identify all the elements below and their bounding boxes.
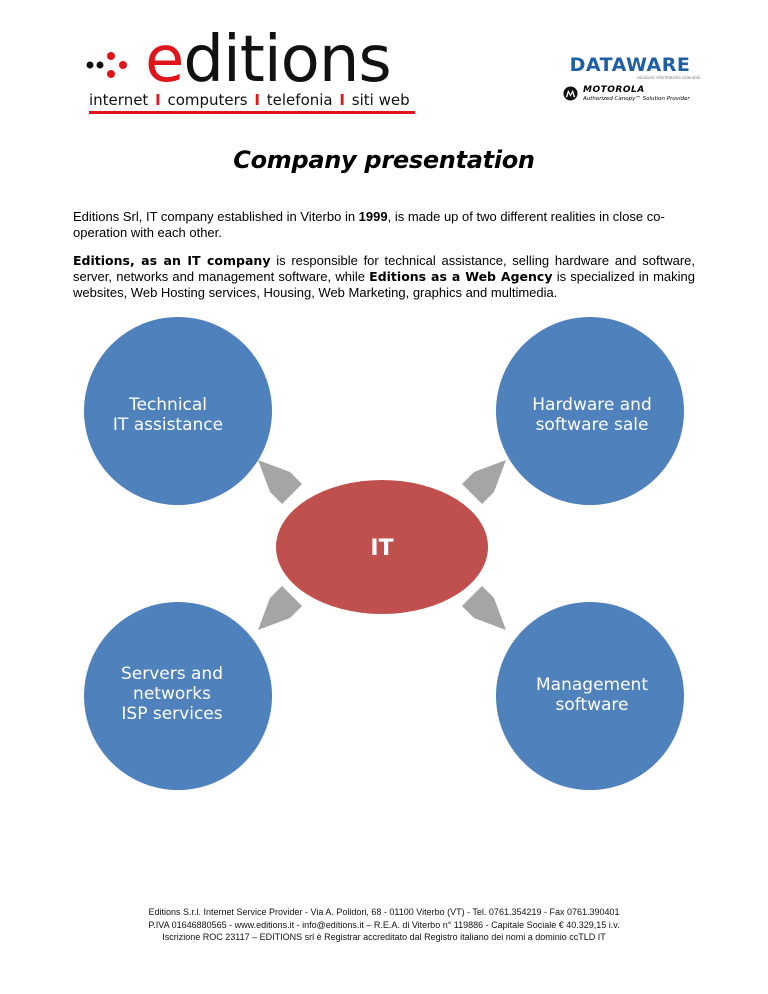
- arrows: [258, 460, 506, 630]
- footer-line: Iscrizione ROC 23117 – EDITIONS srl è Re…: [162, 932, 606, 942]
- motorola-batwing-icon: [563, 86, 578, 101]
- node-label-line: ISP services: [121, 704, 222, 724]
- footer-line: Editions S.r.l. Internet Service Provide…: [148, 907, 620, 917]
- motorola-logo: MOTOROLA Authorized Canopy™ Solution Pro…: [563, 85, 703, 107]
- logo-dots-icon: [86, 52, 127, 78]
- node-technical-assistance: [84, 317, 272, 505]
- logo-wordmark: editions: [145, 23, 392, 97]
- arrow-down-left: [258, 586, 302, 630]
- node-label-line: software sale: [536, 415, 649, 435]
- node-management-software: [496, 602, 684, 790]
- node-label-line: IT assistance: [113, 415, 223, 435]
- services-paragraph: Editions, as an IT company is responsibl…: [73, 253, 696, 300]
- page-title: Company presentation: [233, 146, 535, 174]
- node-label-line: software: [555, 695, 628, 715]
- footer: Editions S.r.l. Internet Service Provide…: [0, 906, 768, 944]
- node-label-line: Servers and: [121, 664, 223, 684]
- node-label-line: networks: [133, 684, 211, 704]
- logo-tagline: internet I computers I telefonia I siti …: [89, 91, 410, 109]
- logo-underline: [89, 111, 415, 114]
- dataware-logo: DATAWARE soluzioni informatiche aziendal…: [569, 54, 700, 80]
- intro-paragraph: Editions Srl, IT company established in …: [73, 209, 665, 240]
- arrow-up-right: [462, 460, 506, 504]
- arrow-down-right: [462, 586, 506, 630]
- node-label-line: Management: [536, 675, 648, 695]
- node-label-line: Hardware and: [532, 395, 651, 415]
- arrow-up-left: [258, 460, 302, 504]
- node-label-line: Technical: [128, 395, 207, 415]
- footer-line: P.IVA 01646880565 - www.editions.it - in…: [148, 919, 620, 930]
- center-label: IT: [370, 536, 393, 561]
- node-hardware-software: [496, 317, 684, 505]
- editions-logo: editions internet I computers I telefoni…: [85, 28, 415, 114]
- node-it-center: [276, 480, 488, 614]
- node-servers-networks: [84, 602, 272, 790]
